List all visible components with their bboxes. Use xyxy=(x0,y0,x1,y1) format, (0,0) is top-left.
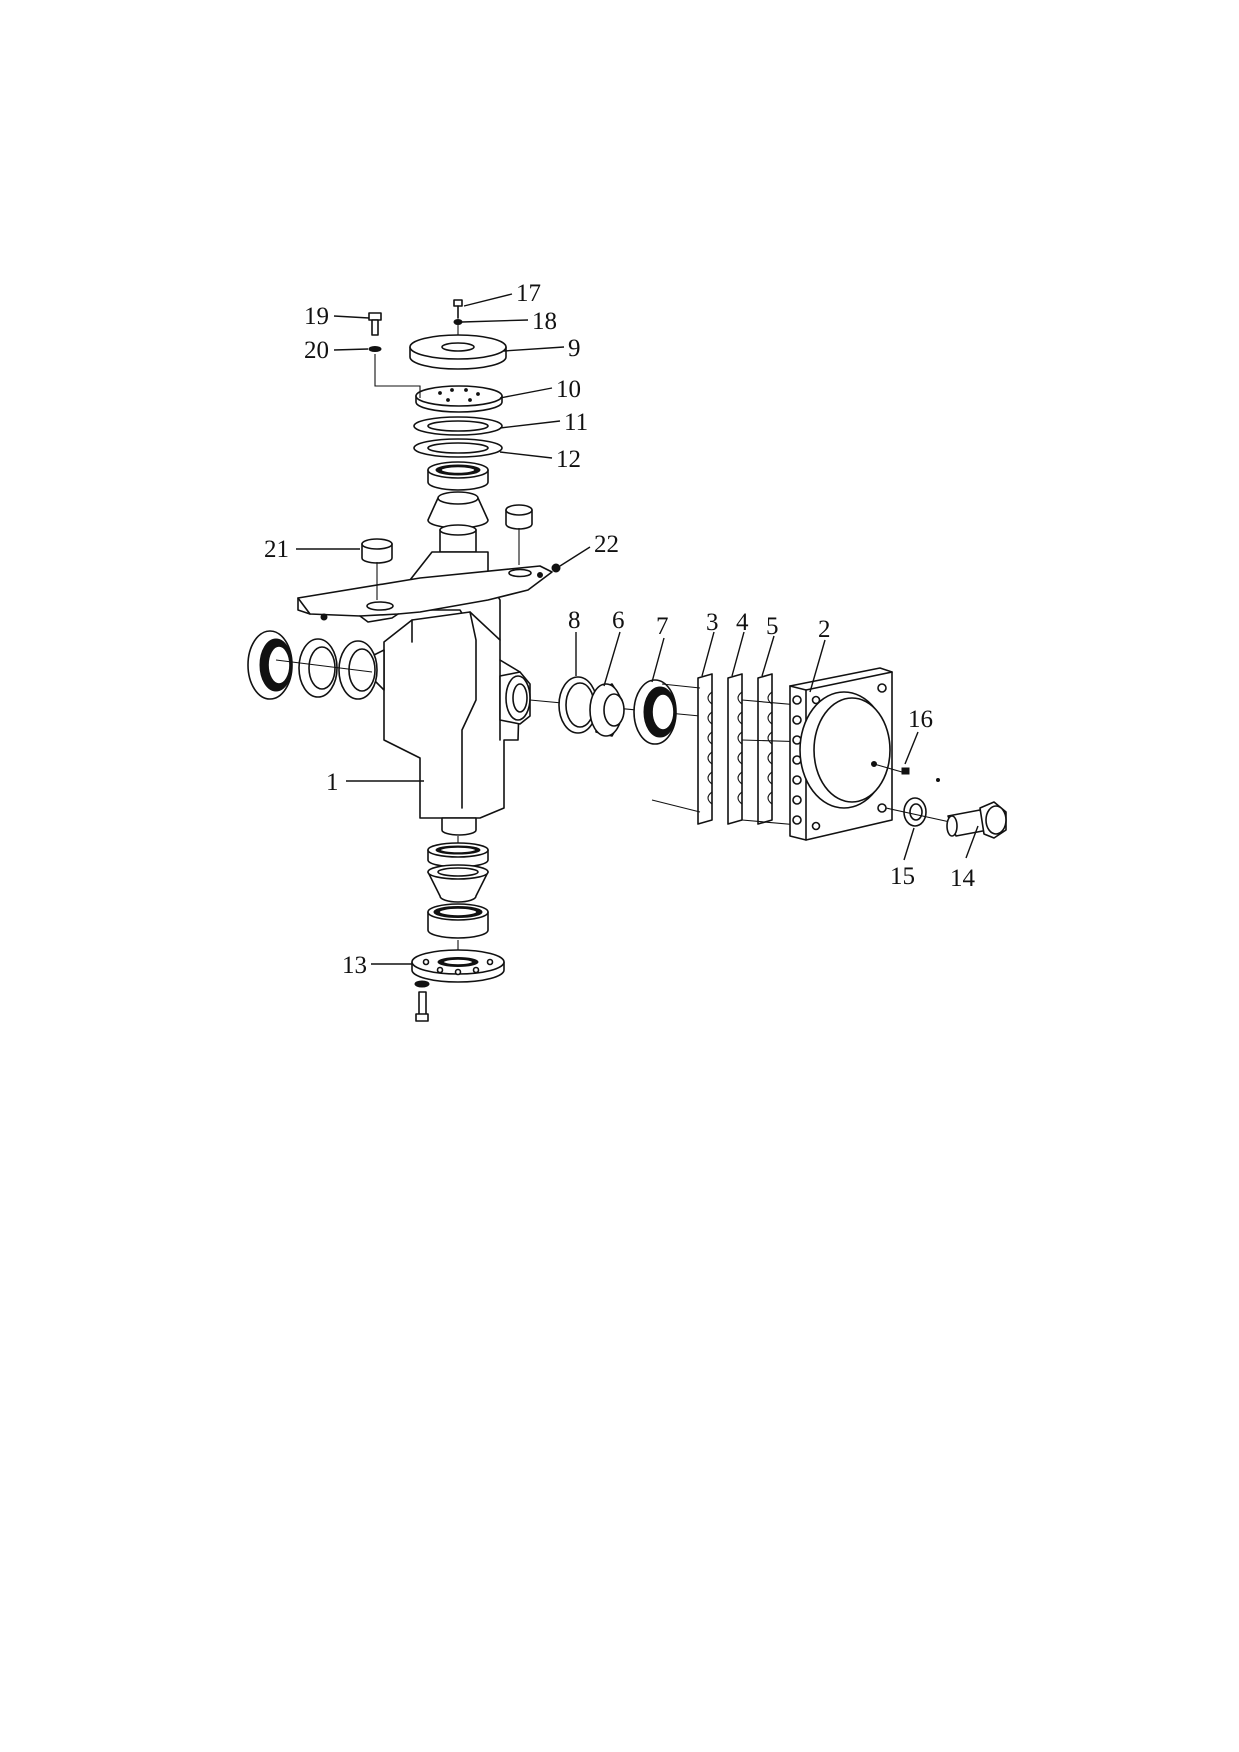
callout-14: 14 xyxy=(950,865,976,892)
part-1-knuckle-body xyxy=(297,524,553,836)
lower-seal-ring xyxy=(427,842,489,868)
callout-5: 5 xyxy=(766,613,779,640)
bottom-screw xyxy=(415,991,429,1022)
part-5-shim xyxy=(757,673,773,825)
callout-3: 3 xyxy=(706,609,719,636)
callout-22: 22 xyxy=(594,531,619,558)
callout-9: 9 xyxy=(568,335,581,362)
callout-21: 21 xyxy=(264,536,289,563)
part-8-o-ring xyxy=(558,676,598,734)
part-20-washer xyxy=(368,346,382,352)
callout-16: 16 xyxy=(908,706,933,733)
lower-bearing-cone xyxy=(427,864,489,903)
left-seal-middle xyxy=(298,638,338,698)
part-11-ring xyxy=(413,416,503,436)
callout-11: 11 xyxy=(564,409,588,436)
callout-4: 4 xyxy=(736,609,749,636)
part-17-screw xyxy=(453,299,463,319)
part-10-plate xyxy=(415,385,503,413)
callout-8: 8 xyxy=(568,607,581,634)
upper-bearing-cup xyxy=(427,461,489,491)
part-18-washer xyxy=(453,319,463,325)
callout-labels: 1 2 3 4 5 6 7 8 9 10 11 12 13 14 15 16 1… xyxy=(264,280,976,979)
callout-12: 12 xyxy=(556,446,581,473)
callout-19: 19 xyxy=(304,303,329,330)
lower-bearing-cup xyxy=(427,903,489,939)
part-6-bearing-cone xyxy=(589,683,625,737)
upper-right-pad xyxy=(505,504,533,565)
part-14-bolt xyxy=(885,801,1007,839)
callout-1: 1 xyxy=(326,769,339,796)
part-9-cover-disc xyxy=(409,334,507,370)
part-22-nipple xyxy=(551,563,561,573)
callout-18: 18 xyxy=(532,308,557,335)
callout-10: 10 xyxy=(556,376,581,403)
callout-20: 20 xyxy=(304,337,329,364)
part-3-shim xyxy=(697,673,713,825)
bottom-washer xyxy=(414,980,430,988)
part-2-flange-cover xyxy=(789,667,893,841)
callout-2: 2 xyxy=(818,616,831,643)
callout-17: 17 xyxy=(516,280,541,307)
part-16-screw xyxy=(873,763,910,775)
part-15-washer xyxy=(903,797,927,827)
part-4-shim xyxy=(727,673,743,825)
part-19-screw xyxy=(368,312,382,336)
part-7-bearing-cup xyxy=(633,679,677,745)
callout-13: 13 xyxy=(342,952,367,979)
upper-bearing-cone xyxy=(427,491,489,529)
leader-lines xyxy=(296,293,979,965)
scan-dot xyxy=(936,778,940,782)
left-seal-outer xyxy=(247,630,293,700)
part-12-ring xyxy=(413,438,503,458)
callout-15: 15 xyxy=(890,863,915,890)
callout-7: 7 xyxy=(656,613,669,640)
part-21-pad xyxy=(361,538,393,600)
callout-6: 6 xyxy=(612,607,625,634)
part-13-bottom-plate xyxy=(411,949,505,983)
